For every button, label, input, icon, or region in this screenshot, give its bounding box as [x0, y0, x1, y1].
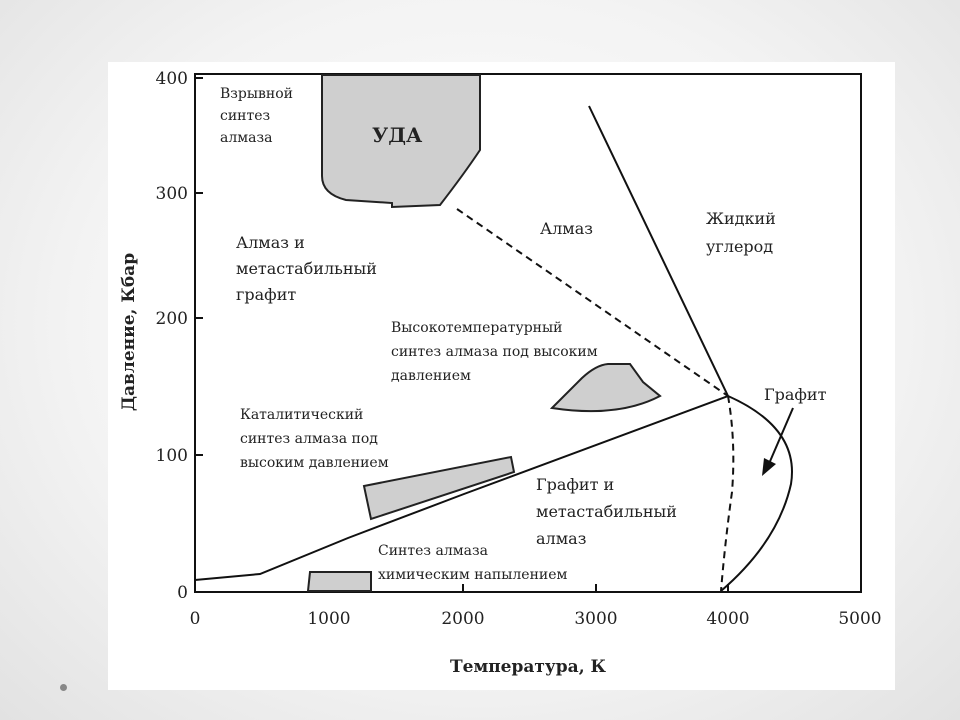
y-tick-label: 200	[156, 309, 188, 329]
catalytic-synthesis-region	[362, 455, 516, 521]
label-diamond-metastable-graphite: графит	[236, 285, 296, 304]
label-catalytic-synthesis: синтез алмаза под	[240, 431, 378, 447]
label-catalytic-synthesis: высоким давлением	[240, 455, 389, 471]
label-catalytic-synthesis: Каталитический	[240, 407, 363, 423]
label-explosive-synthesis: алмаза	[220, 130, 272, 146]
label-graphite: Графит	[764, 385, 827, 404]
metastable-boundary-dashed	[456, 208, 729, 397]
phase-diagram: 0 100 200 300 400 0 1000 2000 3000 4000 …	[119, 69, 882, 677]
label-ht-synthesis: синтез алмаза под высоким	[391, 344, 598, 360]
label-uda: УДА	[372, 123, 423, 147]
bullet-dot	[60, 684, 67, 691]
uda-region	[321, 74, 481, 209]
x-tick-label: 0	[190, 609, 201, 629]
graphite-region-curve	[720, 395, 793, 592]
label-graphite-metastable-diamond: алмаз	[536, 529, 586, 548]
graphite-melting-dashed	[720, 395, 735, 592]
label-diamond-metastable-graphite: Алмаз и	[236, 233, 305, 252]
label-graphite-metastable-diamond: Графит и	[536, 475, 614, 494]
label-diamond: Алмаз	[540, 219, 593, 238]
label-diamond-metastable-graphite: метастабильный	[236, 259, 377, 278]
ht-synthesis-region	[549, 363, 662, 413]
graphite-arrow-line	[767, 407, 794, 467]
label-liquid-carbon: Жидкий	[706, 209, 776, 228]
y-axis-title: Давление, Кбар	[119, 253, 139, 411]
label-explosive-synthesis: Взрывной	[220, 86, 293, 102]
label-cvd-synthesis: химическим напылением	[378, 567, 568, 583]
label-explosive-synthesis: синтез	[220, 108, 270, 124]
x-axis-title: Температура, К	[450, 657, 607, 677]
x-tick-label: 3000	[574, 609, 617, 629]
y-tick-label: 300	[156, 184, 188, 204]
y-tick-label: 400	[156, 69, 188, 89]
label-graphite-metastable-diamond: метастабильный	[536, 502, 677, 521]
label-cvd-synthesis: Синтез алмаза	[378, 543, 488, 559]
y-tick-label: 0	[177, 583, 188, 603]
graphite-diamond-boundary	[194, 395, 729, 581]
y-tick-label: 100	[156, 446, 188, 466]
cvd-region	[306, 571, 372, 592]
label-liquid-carbon: углерод	[706, 237, 773, 256]
x-tick-label: 4000	[706, 609, 749, 629]
melting-line	[588, 105, 729, 397]
label-ht-synthesis: давлением	[391, 368, 471, 384]
x-tick-label: 5000	[838, 609, 881, 629]
graphite-arrow-head	[762, 458, 776, 476]
x-tick-label: 1000	[307, 609, 350, 629]
figure-panel: 0 100 200 300 400 0 1000 2000 3000 4000 …	[108, 62, 895, 690]
x-tick-label: 2000	[441, 609, 484, 629]
plot-frame	[194, 73, 862, 593]
label-ht-synthesis: Высокотемпературный	[391, 320, 562, 336]
